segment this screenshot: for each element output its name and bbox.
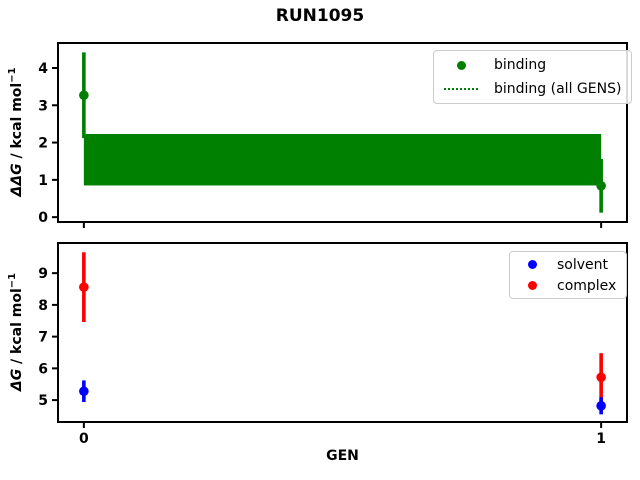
top-plot-legend: binding binding (all GENS): [433, 50, 633, 104]
y-tick-label: 3: [38, 98, 48, 114]
ylabel-units: / kcal mol: [8, 82, 25, 164]
legend-label: binding (all GENS): [494, 81, 622, 97]
y-tick-label: 2: [38, 136, 48, 152]
legend-entry-binding: binding: [444, 53, 621, 77]
legend-entry-complex: complex: [520, 275, 616, 296]
binding-point: [596, 181, 606, 191]
y-tick-label: 8: [38, 298, 48, 314]
top-axes-frame: [57, 42, 628, 223]
legend-label: complex: [557, 277, 617, 294]
x-tick-label: 0: [79, 431, 89, 447]
solvent-marker-icon: [527, 260, 537, 269]
complex-point: [596, 372, 606, 383]
legend-label: solvent: [557, 256, 609, 273]
y-tick-label: 1: [38, 173, 48, 189]
ylabel-math: ΔG: [8, 368, 25, 392]
ylabel-math: ΔΔG: [8, 163, 25, 197]
x-axis-label: GEN: [326, 448, 359, 464]
legend-label: binding: [494, 57, 547, 73]
binding-point: [79, 90, 89, 101]
confidence-band: [83, 133, 602, 186]
y-tick-label: 4: [38, 61, 48, 77]
y-tick-label: 5: [38, 393, 48, 409]
y-tick-label: 7: [38, 330, 48, 346]
complex-marker-icon: [527, 281, 537, 290]
x-tick-label: 1: [596, 431, 606, 447]
figure-title: RUN1095: [275, 6, 365, 26]
ylabel-exponent: −1: [7, 67, 19, 83]
binding-all-gens-dotted-line-icon: [444, 88, 478, 90]
top-plot-ylabel: ΔΔG / kcal mol−1: [7, 67, 25, 196]
y-tick-label: 6: [38, 361, 48, 377]
binding-marker-icon: [456, 60, 466, 70]
ylabel-units: / kcal mol: [8, 288, 25, 369]
ylabel-exponent: −1: [7, 272, 19, 289]
bottom-axes-frame: [57, 242, 628, 423]
solvent-point: [596, 401, 606, 411]
complex-point: [79, 282, 89, 292]
solvent-point: [79, 386, 89, 397]
bottom-plot-ylabel: ΔG / kcal mol−1: [7, 273, 25, 391]
y-tick-label: 0: [38, 210, 48, 226]
y-tick-label: 9: [38, 266, 48, 282]
bottom-plot-legend: solvent complex: [509, 251, 628, 299]
legend-entry-solvent: solvent: [520, 254, 616, 275]
legend-entry-binding-all-gens: binding (all GENS): [444, 77, 621, 101]
